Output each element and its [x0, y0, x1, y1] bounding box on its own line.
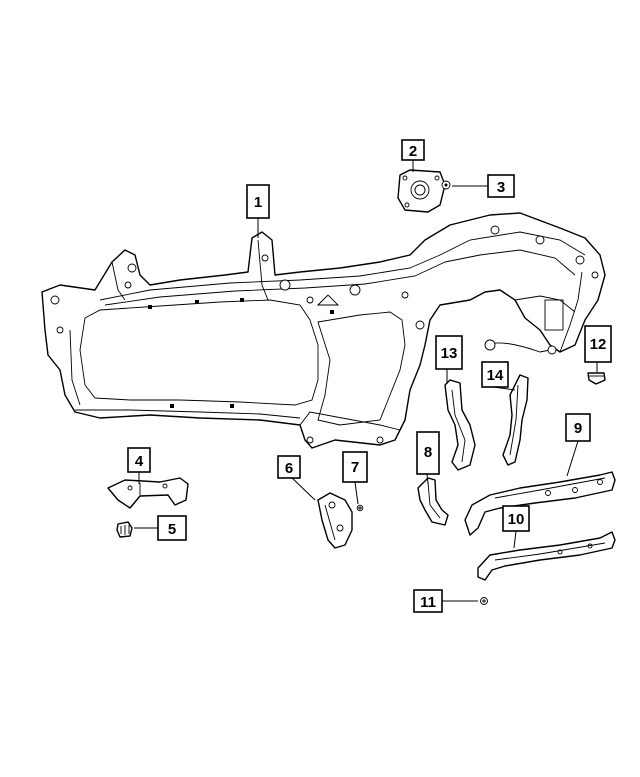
callout-10: 10 — [502, 505, 530, 532]
callout-3: 3 — [487, 174, 515, 198]
callout-8-label: 8 — [424, 444, 432, 461]
part-1-instrument-panel-frame — [41, 212, 606, 449]
part-10-support-bar — [477, 531, 616, 581]
callout-8: 8 — [416, 431, 440, 475]
callout-11: 11 — [413, 589, 443, 613]
callout-2-label: 2 — [409, 143, 417, 160]
callout-5: 5 — [157, 515, 187, 541]
part-11-screw — [480, 597, 488, 605]
part-6-brace — [317, 492, 353, 549]
callout-2: 2 — [401, 139, 425, 161]
callout-5-label: 5 — [168, 521, 176, 538]
callout-10-label: 10 — [508, 511, 525, 528]
callout-14: 14 — [481, 361, 509, 388]
part-7-screw — [356, 504, 364, 512]
callout-1: 1 — [246, 184, 270, 219]
callout-13: 13 — [435, 335, 463, 370]
callout-4-label: 4 — [135, 453, 144, 470]
part-8-bracket — [417, 477, 449, 526]
part-3-nut — [441, 180, 451, 190]
callout-4: 4 — [127, 447, 151, 473]
callout-6: 6 — [277, 455, 301, 479]
part-9-support-beam — [464, 471, 616, 536]
part-12-bolt — [587, 372, 606, 385]
callout-12-label: 12 — [590, 336, 607, 353]
part-5-clip — [116, 521, 133, 538]
callout-14-label: 14 — [487, 367, 504, 384]
callout-3-label: 3 — [497, 179, 505, 196]
callout-7-label: 7 — [351, 459, 359, 476]
part-14-bracket — [502, 374, 529, 466]
callout-13-label: 13 — [441, 345, 458, 362]
part-4-bracket — [107, 477, 189, 509]
part-13-bracket — [444, 379, 476, 471]
callout-9-label: 9 — [574, 420, 582, 437]
callout-1-label: 1 — [254, 194, 262, 211]
part-2-bracket — [397, 169, 446, 213]
callout-11-label: 11 — [420, 594, 436, 611]
callout-6-label: 6 — [285, 460, 293, 477]
callout-7: 7 — [342, 451, 368, 483]
callout-12: 12 — [584, 325, 612, 363]
callout-9: 9 — [565, 413, 591, 442]
